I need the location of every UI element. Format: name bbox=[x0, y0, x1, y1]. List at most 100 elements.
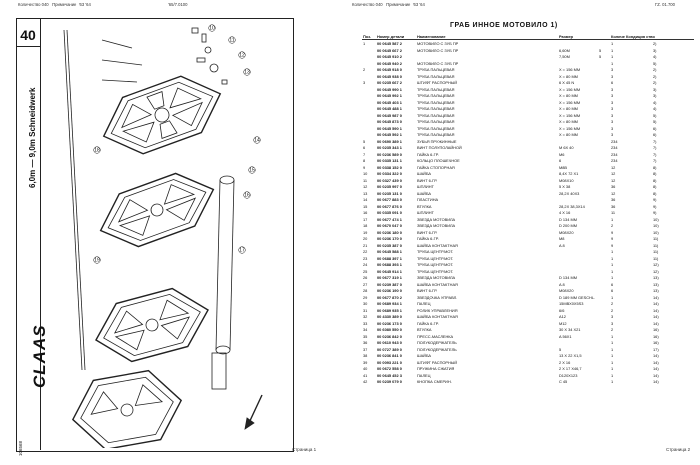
table-cell: X = 156 ММ bbox=[559, 86, 581, 92]
table-cell: 20 bbox=[363, 236, 368, 242]
table-cell: 00 0645 873 0 bbox=[377, 119, 402, 125]
drawing-sidebar: 40 6,0m — 9,0m Schneidwerk CLAAS 106568 bbox=[16, 18, 49, 456]
table-cell: 2 bbox=[611, 301, 614, 307]
table-cell: 14) bbox=[653, 353, 659, 359]
table-cell: 2 bbox=[611, 223, 614, 229]
table-cell: 14) bbox=[653, 372, 659, 378]
table-cell: 00 0645 590 1 bbox=[377, 125, 402, 131]
table-cell: 9) bbox=[653, 197, 657, 203]
table-cell: ВИНТ 6-ГР. bbox=[417, 177, 438, 183]
table-cell: 00 0645 987 0 bbox=[377, 112, 402, 118]
table-cell bbox=[558, 40, 598, 47]
table-cell: 00 0645 992 1 bbox=[377, 93, 402, 99]
table-cell: X = 156 ММ bbox=[559, 112, 581, 118]
table-cell: 00 0689 935 1 bbox=[377, 307, 402, 313]
callout-label: 12 bbox=[239, 53, 245, 59]
table-cell: ПОЛУКОДЕРЖАТЕЛЬ bbox=[417, 346, 457, 352]
table-cell: 1 bbox=[611, 262, 614, 268]
table-cell: ВТУЛКА bbox=[417, 203, 432, 209]
table-cell: 7) bbox=[653, 158, 657, 164]
table-cell: 28 bbox=[363, 288, 368, 294]
table-cell: ШПЛИНТ bbox=[417, 210, 434, 216]
callout-label: 14 bbox=[254, 138, 260, 144]
callouts: 10 11 12 13 14 15 16 17 18 19 bbox=[93, 24, 261, 264]
table-cell: 00 0677 319 1 bbox=[377, 275, 402, 281]
table-cell: 1 bbox=[611, 255, 614, 261]
header-note: Примечание bbox=[386, 2, 411, 7]
callout-label: 18 bbox=[94, 148, 100, 154]
table-cell: D 134 ММ bbox=[559, 275, 577, 281]
table-cell: 12 bbox=[611, 177, 616, 183]
table-cell: 10 bbox=[363, 171, 368, 177]
table-cell: ЗВЕЗДА МОТОВИЛА bbox=[417, 275, 456, 281]
table-cell: ТРУБА ЦЕНТР.МОТ. bbox=[417, 249, 454, 255]
table-cell: 28,2X 40X3 bbox=[559, 190, 580, 196]
exploded-parts-drawing: 10 11 12 13 14 15 16 17 18 19 bbox=[63, 24, 263, 448]
table-cell: ШТИФТ РАСПОРНЫЙ bbox=[417, 359, 458, 365]
table-cell: 1 bbox=[611, 268, 614, 274]
table-cell: 11 bbox=[363, 177, 368, 183]
table-cell: 00 0677 883 0 bbox=[377, 197, 402, 203]
table-cell: 14) bbox=[653, 366, 659, 372]
direction-arrow-head bbox=[244, 417, 255, 430]
table-cell: D120X123 bbox=[559, 372, 578, 378]
table-cell: 00 0236 841 0 bbox=[377, 353, 402, 359]
table-cell: 1 bbox=[611, 47, 614, 53]
table-cell: ТРУБА ПАЛЬЦЕВАЯ bbox=[417, 93, 455, 99]
table-cell: 13 X 22 X1,5 bbox=[559, 353, 582, 359]
table-cell: 15MBX0X5S3 bbox=[559, 301, 584, 307]
table-cell: 00 0645 587 2 bbox=[377, 41, 402, 47]
table-cell: 12) bbox=[653, 268, 659, 274]
table-cell: X = 80 ММ bbox=[559, 93, 578, 99]
table-cell: C 45 bbox=[559, 379, 568, 385]
divider bbox=[16, 46, 40, 47]
table-cell: 00 0670 047 0 bbox=[377, 223, 402, 229]
page-footer: Страница 1 bbox=[292, 447, 317, 452]
table-cell: 1 bbox=[611, 353, 614, 359]
table-cell: 30 bbox=[363, 301, 368, 307]
table-cell: 3 bbox=[611, 119, 614, 125]
table-cell: 00 0235 667 2 bbox=[377, 80, 402, 86]
table-cell: ВИНТ 6-ГР. bbox=[417, 229, 438, 235]
table-cell: 14) bbox=[653, 359, 659, 365]
table-cell: 234 bbox=[611, 145, 618, 151]
table-cell: 9) bbox=[653, 203, 657, 209]
table-cell: 10) bbox=[653, 216, 659, 222]
table-cell: ТРУБА ПАЛЬЦЕВАЯ bbox=[417, 99, 455, 105]
table-cell: ШАЙБА bbox=[417, 353, 432, 359]
table-cell: 10) bbox=[653, 229, 659, 235]
table-cell: 4) bbox=[653, 106, 657, 112]
table-cell: 8,4X 72 X1 bbox=[559, 171, 579, 177]
table-cell: 6 bbox=[611, 281, 614, 287]
table-cell: 17 bbox=[363, 216, 368, 222]
side-title: 6,0m — 9,0m Schneidwerk bbox=[28, 87, 37, 189]
table-cell: 38 bbox=[363, 353, 368, 359]
table-cell: 9 bbox=[611, 242, 614, 248]
table-cell: 13) bbox=[653, 281, 659, 287]
table-cell: КОЛЬЦО ПЛОШЕЧНОЕ bbox=[417, 158, 460, 164]
col-size: Размер bbox=[558, 34, 598, 41]
page-header: Количество 040 Примечание '63 '64 bbox=[352, 2, 425, 7]
table-cell: 8) bbox=[653, 190, 657, 196]
table-cell: 8) bbox=[653, 171, 657, 177]
table-cell: 35 bbox=[363, 333, 368, 339]
col-name: Наименование bbox=[416, 34, 558, 41]
table-cell: 16) bbox=[653, 327, 659, 333]
table-cell: 8) bbox=[653, 184, 657, 190]
table-cell: 3 bbox=[611, 93, 614, 99]
table-cell: 1 bbox=[611, 275, 614, 281]
table-cell: 00 0645 918 0 bbox=[377, 67, 402, 73]
table-cell: 6 bbox=[559, 158, 562, 164]
